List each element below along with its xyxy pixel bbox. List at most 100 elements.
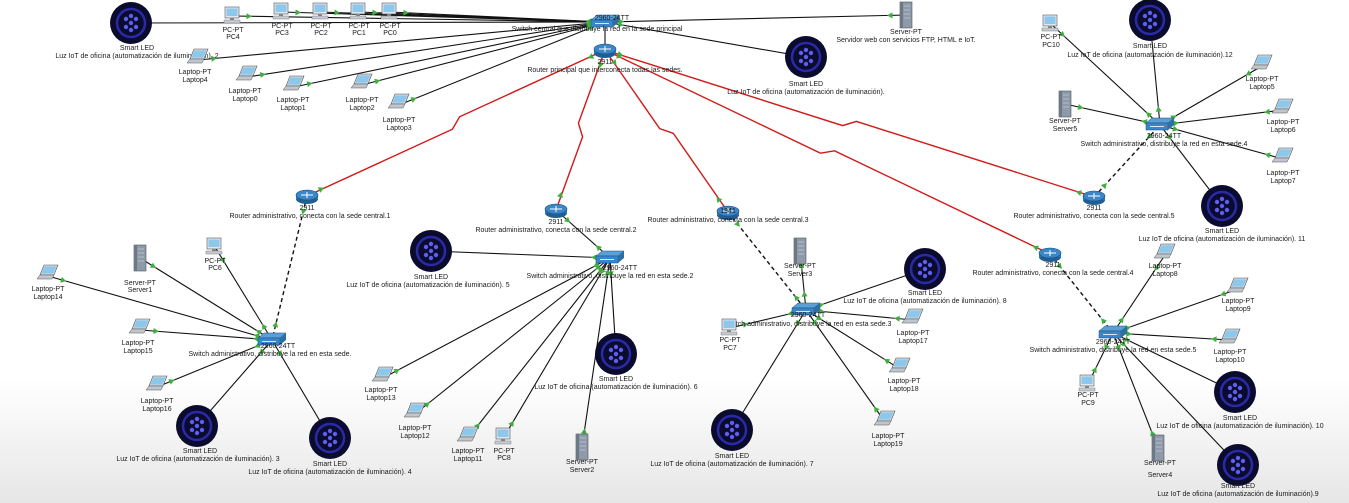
smart-led-diode (194, 430, 200, 436)
ethernet-link-s2-pc8[interactable] (503, 257, 611, 438)
fiber-link-r1-s1[interactable] (271, 195, 308, 341)
ethernet-link-s5-lt7[interactable] (1159, 124, 1284, 160)
ethernet-link-s1-lt16[interactable] (156, 339, 273, 388)
ethernet-link-s4-srv4[interactable] (1112, 332, 1159, 449)
ethernet-link-s0-lt2[interactable] (361, 21, 606, 86)
ethernet-link-s4-led10[interactable] (1112, 332, 1236, 393)
ethernet-link-s0-lt4[interactable] (197, 21, 606, 61)
ethernet-link-s5-lt5[interactable] (1159, 65, 1263, 126)
ethernet-link-s0-lt0[interactable] (246, 21, 606, 78)
ethernet-link-s2-lt12[interactable] (414, 257, 611, 415)
ethernet-link-r2-s2[interactable] (555, 209, 611, 259)
ethernet-link-s2-lt13[interactable] (382, 257, 611, 379)
device-model-label: PC-PT (349, 23, 371, 30)
ethernet-link-s0-srv0[interactable] (604, 14, 907, 23)
ethernet-link-s3-lt19[interactable] (805, 309, 886, 423)
device-model-label: PC-PT (494, 448, 516, 455)
ethernet-link-s1-lt15[interactable] (139, 329, 273, 341)
ethernet-link-s0-pc0[interactable] (389, 11, 606, 23)
ethernet-link-s0-pc4[interactable] (232, 15, 606, 23)
serial-link-r0-r2[interactable] (555, 49, 606, 211)
serial-link-r0-r1[interactable] (306, 49, 606, 197)
ethernet-link-s1-srv1[interactable] (139, 257, 273, 341)
ethernet-link-s4-led9[interactable] (1112, 332, 1239, 466)
ethernet-link-s5-lt6[interactable] (1159, 109, 1284, 126)
ethernet-link-s1-lt14[interactable] (47, 275, 273, 341)
serial-link-r0-r5[interactable] (604, 49, 1095, 198)
serial-link-r0-r4[interactable] (604, 49, 1051, 255)
ethernet-link-s0-lt3[interactable] (398, 21, 606, 106)
ethernet-link-s0-led_m2[interactable] (604, 21, 807, 58)
serial-link-r0-r3[interactable] (604, 49, 729, 213)
ethernet-link-s5-pc10[interactable] (1050, 23, 1161, 126)
ethernet-link-s2-lt11[interactable] (467, 257, 611, 439)
ethernet-link-s3-led7[interactable] (731, 309, 807, 431)
ethernet-link-s2-led5[interactable] (430, 250, 611, 259)
ethernet-link-s4-lt9[interactable] (1112, 288, 1239, 334)
ethernet-link-s4-lt10[interactable] (1112, 332, 1231, 341)
ethernet-link-s0-lt1[interactable] (293, 21, 606, 88)
ethernet-link-s0-led_m1[interactable] (130, 21, 606, 24)
